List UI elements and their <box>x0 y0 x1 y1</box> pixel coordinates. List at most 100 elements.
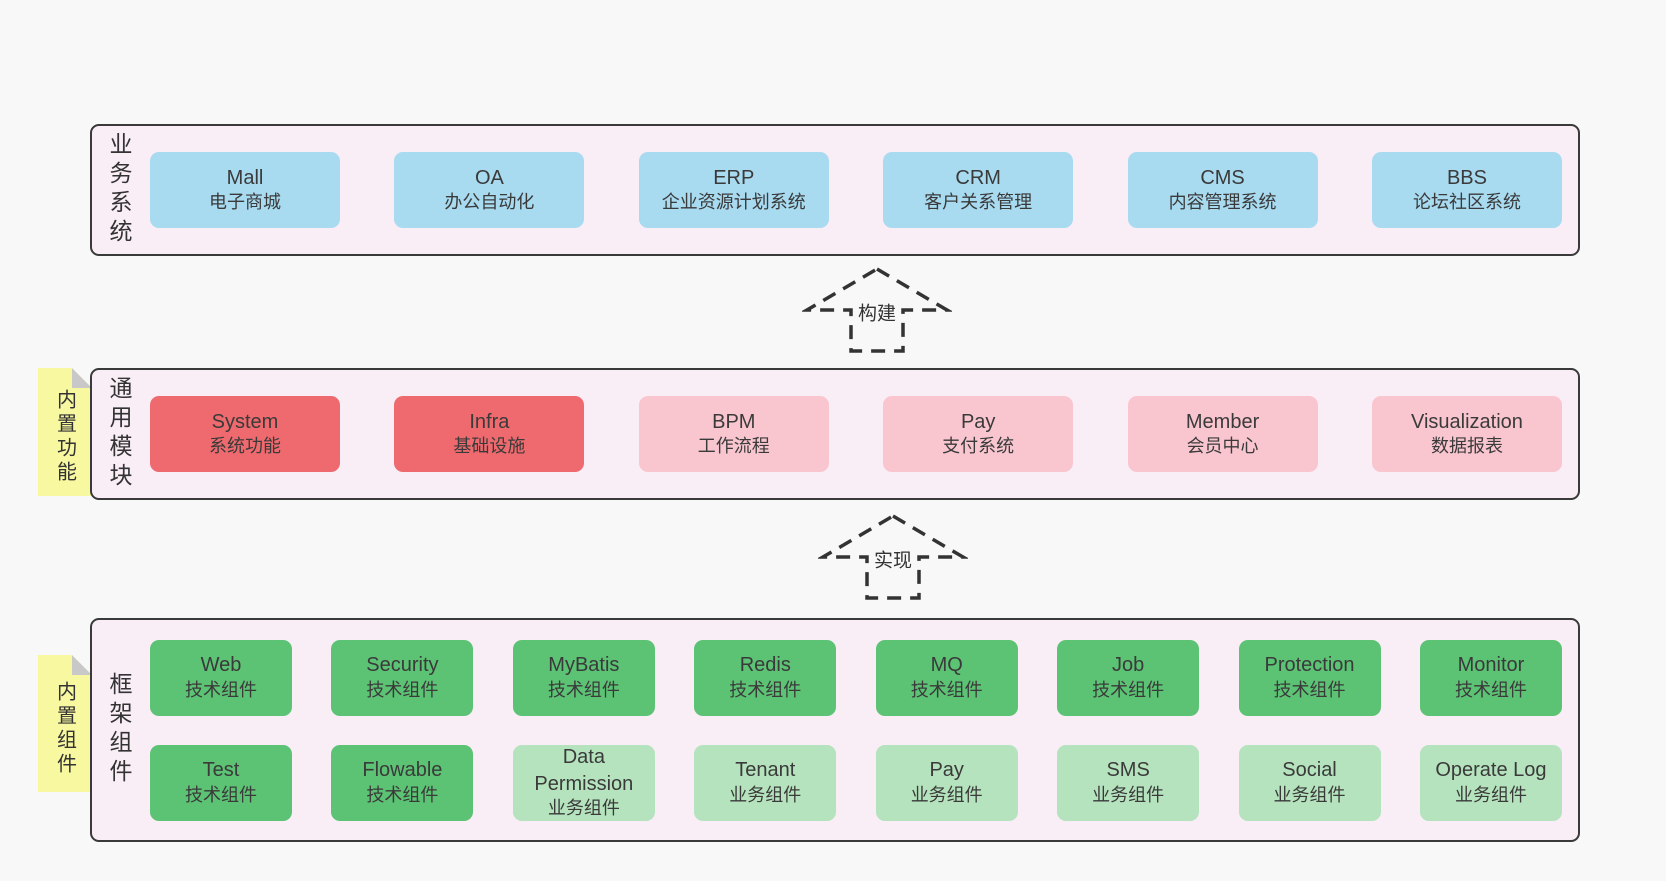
box-subtitle: 会员中心 <box>1186 436 1259 457</box>
box-subtitle: 办公自动化 <box>444 192 535 213</box>
sticky-note-built-in-components: 内置组件 <box>38 655 92 792</box>
box-subtitle: 技术组件 <box>185 679 257 700</box>
box-subtitle: 技术组件 <box>366 784 439 805</box>
box-subtitle: 业务组件 <box>910 784 983 805</box>
box-subtitle: 客户关系管理 <box>924 192 1033 213</box>
box-title: BPM <box>712 410 756 433</box>
band-title: 业务系统 <box>106 132 132 248</box>
box-tenant: Tenant 业务组件 <box>694 744 837 821</box>
box-subtitle: 技术组件 <box>1092 679 1165 700</box>
box-subtitle: 业务组件 <box>547 798 620 819</box>
note-fold-icon <box>72 655 92 675</box>
box-title: Monitor <box>1457 654 1525 677</box>
box-subtitle: 技术组件 <box>185 784 257 805</box>
box-security: Security 技术组件 <box>331 639 474 716</box>
band-common-modules: 通用模块 System 系统功能 Infra 基础设施 BPM 工作流程 Pay… <box>90 368 1580 500</box>
sticky-note-built-in-features: 内置功能 <box>38 368 92 496</box>
box-subtitle: 系统功能 <box>209 436 281 457</box>
box-title: Protection <box>1264 654 1355 677</box>
box-title: CMS <box>1200 166 1245 189</box>
dashed-up-arrow-implement: 实现 <box>818 513 968 601</box>
box-title: Mall <box>226 166 264 189</box>
box-title: Redis <box>739 654 791 677</box>
box-erp: ERP 企业资源计划系统 <box>638 152 829 228</box>
box-title: Member <box>1185 410 1260 433</box>
arrow-label: 构建 <box>852 296 902 328</box>
box-subtitle: 技术组件 <box>1273 679 1346 700</box>
sticky-note-label: 内置功能 <box>53 389 76 485</box>
box-subtitle: 业务组件 <box>1273 784 1346 805</box>
box-subtitle: 技术组件 <box>1454 679 1527 700</box>
up-arrow-icon <box>818 513 968 600</box>
box-mq: MQ 技术组件 <box>875 639 1018 716</box>
box-member: Member 会员中心 <box>1127 396 1318 472</box>
box-redis: Redis 技术组件 <box>694 639 837 716</box>
box-subtitle: 技术组件 <box>729 679 802 700</box>
arrow-label: 实现 <box>868 543 918 575</box>
box-subtitle: 支付系统 <box>942 436 1015 457</box>
box-oa: OA 办公自动化 <box>394 152 585 228</box>
box-subtitle: 数据报表 <box>1430 436 1503 457</box>
box-mybatis: MyBatis 技术组件 <box>512 639 655 716</box>
box-subtitle: 业务组件 <box>729 784 802 805</box>
box-crm: CRM 客户关系管理 <box>883 152 1074 228</box>
box-subtitle: 业务组件 <box>1092 784 1165 805</box>
box-cms: CMS 内容管理系统 <box>1127 152 1318 228</box>
band-label-column: 框架组件 <box>92 620 146 840</box>
box-pay: Pay 支付系统 <box>883 396 1074 472</box>
band-business-systems: 业务系统 Mall 电子商城 OA 办公自动化 ERP 企业资源计划系统 CRM… <box>90 124 1580 256</box>
box-title: Data Permission <box>534 745 634 795</box>
box-title: BBS <box>1446 166 1487 189</box>
box-flowable: Flowable 技术组件 <box>331 744 474 821</box>
box-title: Operate Log <box>1435 759 1547 782</box>
box-title: Flowable <box>362 759 443 782</box>
box-protection: Protection 技术组件 <box>1238 639 1381 716</box>
box-web: Web 技术组件 <box>150 639 292 716</box>
box-job: Job 技术组件 <box>1057 639 1200 716</box>
box-title: Visualization <box>1410 410 1523 433</box>
up-arrow-icon <box>802 266 952 353</box>
box-title: Infra <box>469 410 510 433</box>
box-subtitle: 电子商城 <box>209 192 281 213</box>
box-title: System <box>211 410 279 433</box>
box-title: Test <box>202 759 240 782</box>
band-label-column: 通用模块 <box>92 370 146 498</box>
box-subtitle: 技术组件 <box>547 679 620 700</box>
box-title: Pay <box>929 759 964 782</box>
box-title: SMS <box>1106 759 1150 782</box>
box-visualization: Visualization 数据报表 <box>1371 396 1562 472</box>
band-box-row: System 系统功能 Infra 基础设施 BPM 工作流程 Pay 支付系统… <box>146 370 1578 498</box>
box-title: MyBatis <box>548 654 620 677</box>
band-box-row: Mall 电子商城 OA 办公自动化 ERP 企业资源计划系统 CRM 客户关系… <box>146 126 1578 254</box>
box-data-permission: Data Permission 业务组件 <box>512 744 655 821</box>
box-title: ERP <box>713 166 755 189</box>
box-sms: SMS 业务组件 <box>1057 744 1200 821</box>
box-title: MQ <box>930 654 963 677</box>
box-system: System 系统功能 <box>150 396 340 472</box>
box-title: Social <box>1282 759 1337 782</box>
band-box-rows: Web 技术组件 Security 技术组件 MyBatis 技术组件 Redi… <box>146 620 1578 840</box>
box-subtitle: 工作流程 <box>697 436 770 457</box>
box-title: CRM <box>955 166 1001 189</box>
band-title: 框架组件 <box>106 672 132 788</box>
box-title: Job <box>1111 654 1145 677</box>
box-title: Security <box>366 654 439 677</box>
box-mall: Mall 电子商城 <box>150 152 340 228</box>
box-pay-component: Pay 业务组件 <box>875 744 1018 821</box>
band-title: 通用模块 <box>106 376 132 492</box>
dashed-up-arrow-build: 构建 <box>802 266 952 354</box>
band-label-column: 业务系统 <box>92 126 146 254</box>
sticky-note-label: 内置组件 <box>53 680 76 777</box>
box-title: Tenant <box>735 759 796 782</box>
box-title: Pay <box>960 410 996 433</box>
box-title: Web <box>200 654 242 677</box>
box-test: Test 技术组件 <box>150 744 292 821</box>
box-title: OA <box>474 166 504 189</box>
box-subtitle: 技术组件 <box>366 679 439 700</box>
box-subtitle: 企业资源计划系统 <box>661 192 806 213</box>
box-subtitle: 技术组件 <box>910 679 983 700</box>
box-operate-log: Operate Log 业务组件 <box>1419 744 1562 821</box>
box-subtitle: 内容管理系统 <box>1168 192 1277 213</box>
box-social: Social 业务组件 <box>1238 744 1381 821</box>
